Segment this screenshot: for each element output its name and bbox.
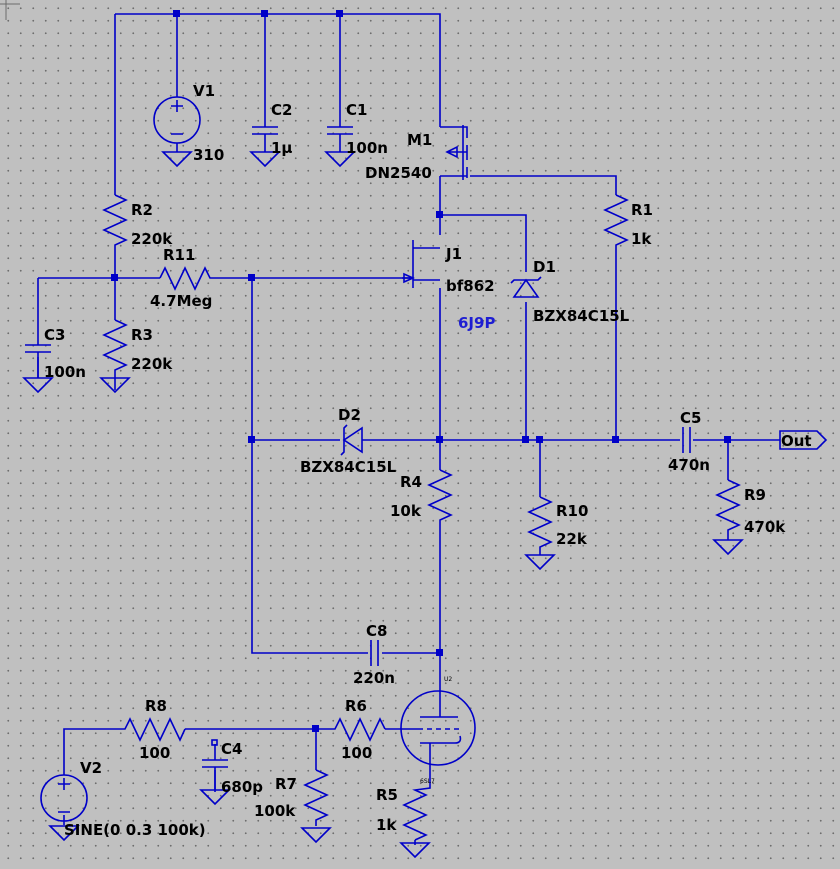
d1-ref: D1 [533, 258, 556, 276]
r11-resistor[interactable] [159, 266, 215, 291]
r7-value: 100k [254, 802, 296, 820]
junction [436, 649, 443, 656]
u2-ref: U2 [444, 676, 452, 683]
wire-feedback[interactable] [251, 278, 368, 654]
j1-ref: J1 [445, 245, 462, 263]
r6-resistor[interactable] [330, 717, 386, 742]
c5-ref: C5 [680, 409, 701, 427]
r6-value: 100 [341, 744, 372, 762]
wire-top-rail[interactable] [115, 13, 441, 127]
c3-ref: C3 [44, 326, 65, 344]
c8-ref: C8 [366, 622, 387, 640]
c2-value: 1µ [271, 139, 292, 157]
c3-value: 100n [44, 363, 86, 381]
m1-ref: M1 [407, 131, 432, 149]
r9-resistor[interactable] [712, 479, 744, 556]
wire-m1-source[interactable] [470, 175, 617, 195]
c4-capacitor[interactable] [199, 739, 231, 806]
r10-resistor[interactable] [524, 496, 556, 571]
d2-ref: D2 [338, 406, 361, 424]
c2-capacitor[interactable] [249, 126, 281, 168]
d2-zener[interactable] [340, 424, 363, 456]
c8-value: 220n [353, 669, 395, 687]
m1-value: DN2540 [365, 164, 432, 182]
v1-ref: V1 [193, 82, 215, 100]
c5-value: 470n [668, 456, 710, 474]
junction [536, 436, 543, 443]
junction [248, 436, 255, 443]
junction [312, 725, 319, 732]
c3-capacitor[interactable] [22, 344, 54, 394]
r3-value: 220k [131, 355, 173, 373]
m1-mosfet[interactable] [440, 125, 468, 180]
u2-tube[interactable] [400, 690, 476, 766]
junction [612, 436, 619, 443]
junction [173, 10, 180, 17]
r10-ref: R10 [556, 502, 588, 520]
d1-zener[interactable] [510, 276, 542, 298]
wire-v2-top[interactable] [63, 728, 120, 775]
r5-resistor[interactable] [399, 785, 431, 859]
v1-value: 310 [193, 146, 224, 164]
tube-annotation: 6J9P [458, 314, 495, 332]
r3-resistor[interactable] [99, 319, 131, 394]
junction [248, 274, 255, 281]
origin-marker [0, 0, 20, 20]
d2-value: BZX84C15L [300, 458, 397, 476]
r2-value: 220k [131, 230, 173, 248]
wires [37, 13, 780, 845]
r1-value: 1k [631, 230, 652, 248]
junction [436, 211, 443, 218]
r11-value: 4.7Meg [150, 292, 212, 310]
v1-source[interactable] [153, 96, 201, 168]
wire-d1-top[interactable] [440, 214, 527, 272]
c1-value: 100n [346, 139, 388, 157]
r5-value: 1k [376, 816, 397, 834]
c4-ref: C4 [221, 740, 242, 758]
r4-resistor[interactable] [427, 469, 453, 525]
r8-value: 100 [139, 744, 170, 762]
r8-resistor[interactable] [120, 717, 186, 742]
r4-ref: R4 [400, 473, 422, 491]
r2-ref: R2 [131, 201, 153, 219]
v2-source[interactable] [40, 774, 88, 842]
r1-ref: R1 [631, 201, 653, 219]
j1-jfet[interactable] [402, 240, 440, 288]
c4-value: 680p [221, 778, 263, 796]
d1-value: BZX84C15L [533, 307, 630, 325]
u2-value: 6SL7 [420, 778, 435, 785]
c1-capacitor[interactable] [324, 126, 356, 168]
junction [436, 436, 443, 443]
v2-value: SINE(0 0.3 100k) [64, 821, 206, 839]
r3-ref: R3 [131, 326, 153, 344]
out-port[interactable] [779, 430, 828, 450]
r2-resistor[interactable] [102, 194, 128, 248]
r10-value: 22k [556, 530, 588, 548]
c2-ref: C2 [271, 101, 292, 119]
r9-value: 470k [744, 518, 786, 536]
out-label: Out [781, 432, 812, 450]
c1-ref: C1 [346, 101, 367, 119]
r4-value: 10k [390, 502, 422, 520]
junction [111, 274, 118, 281]
junctions [111, 10, 731, 732]
r11-ref: R11 [163, 246, 195, 264]
v2-ref: V2 [80, 759, 102, 777]
junction [522, 436, 529, 443]
r6-ref: R6 [345, 697, 367, 715]
j1-value: bf862 [446, 277, 495, 295]
r8-ref: R8 [145, 697, 167, 715]
c5-capacitor[interactable] [682, 427, 691, 453]
r5-ref: R5 [376, 786, 398, 804]
junction [724, 436, 731, 443]
junction [261, 10, 268, 17]
r7-ref: R7 [275, 775, 297, 793]
r1-resistor[interactable] [603, 194, 629, 250]
junction [336, 10, 343, 17]
c8-capacitor[interactable] [370, 640, 379, 666]
r7-resistor[interactable] [300, 769, 332, 844]
r9-ref: R9 [744, 486, 766, 504]
